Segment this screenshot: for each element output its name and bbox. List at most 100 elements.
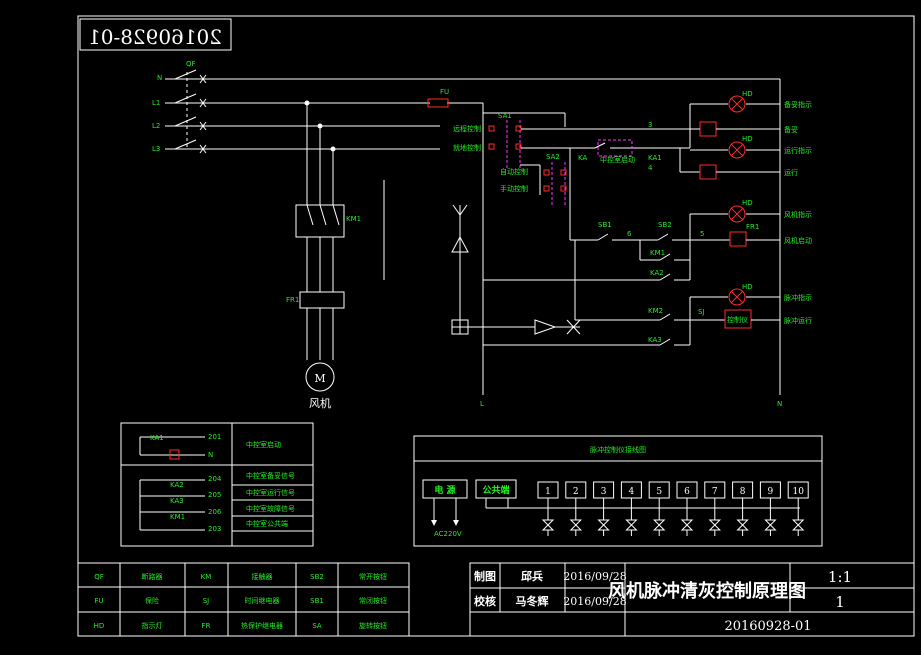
thermal-relay-label: FR1 [286,296,299,304]
interlock-row-1: 中控室启动 [246,440,281,449]
power-circuit: N L1 L2 L3 QF FU KM1 [152,60,780,410]
checked-by: 马冬辉 [516,594,549,608]
terminal-203: 203 [208,525,221,533]
sheet-number: 1 [835,593,845,611]
label-ready-indicator: 备妥指示 [784,100,812,109]
contactor-label: KM1 [346,215,361,223]
interlock-ka3: KA3 [170,497,184,505]
terminal-204: 204 [208,475,222,483]
legend-cell-0-0: QF [94,573,104,581]
pulse-channel-3: 3 [601,487,607,497]
ka2-label: KA2 [650,269,664,277]
contactor-coil-box [729,231,747,247]
terminal-205: 205 [208,491,221,499]
interlock-row-2: 中控室备妥信号 [246,471,295,480]
line-label-n: N [157,74,162,82]
fuse-symbol [427,98,449,108]
legend-cell-1-0: FU [94,597,103,605]
pulse-power-label: 电 源 [434,484,455,496]
legend-cell-0-1: 断路器 [142,572,163,581]
valve-icon [764,519,777,531]
valve-icon [569,519,583,531]
label-fan-start: 风机启动 [784,236,812,245]
central-start-box [597,139,633,157]
legend-cell-2-0: HD [94,622,105,630]
drawn-date: 2016/09/28 [563,570,626,583]
pulse-ac-label: AC220V [434,530,462,538]
wire-5-label: 5 [700,230,704,238]
pulse-channel-4: 4 [629,487,635,497]
drawing-number: 20160928-01 [724,619,811,634]
drawn-by: 邱兵 [521,569,543,583]
legend-cell-2-4: SA [312,622,322,630]
ka-label: KA [578,154,587,162]
valve-icon [680,519,694,531]
line-label-l2: L2 [152,122,160,130]
ka3-label: KA3 [648,336,662,344]
legend-cell-0-2: KM [201,573,212,581]
legend-cell-1-2: SJ [203,597,210,605]
pulse-channel-8: 8 [740,487,746,497]
pulse-channel-10: 10 [792,487,804,497]
breaker-label: QF [186,60,196,68]
sb1-label: SB1 [598,221,612,229]
legend-cell-1-4: SB1 [310,597,324,605]
pulse-channel-9: 9 [768,487,774,497]
sj-label: SJ [698,308,705,316]
sb2-label: SB2 [658,221,672,229]
valve-icon [708,519,722,531]
interlock-row-3: 中控室运行信号 [246,488,295,497]
wire-6-label: 6 [627,230,632,238]
remote-control-label: 远程控制 [453,124,481,133]
valve-icon [791,519,805,531]
wire-4-label: 4 [648,164,653,172]
interlock-row-5: 中控室公共端 [246,519,288,528]
n-terminal-label: N [777,400,782,408]
pulse-diagram-title: 脉冲控制仪接线图 [590,445,646,454]
terminal-201: 201 [208,433,221,441]
legend-cell-2-5: 旋转按钮 [359,621,387,630]
manual-control-label: 手动控制 [500,184,528,193]
label-fan-indicator: 风机指示 [784,210,812,219]
label-ready: 备妥 [784,125,798,134]
local-control-label: 就地控制 [453,143,481,152]
label-run-indicator: 运行指示 [784,146,812,155]
relay-ka2-box [699,164,717,180]
legend-cell-0-3: 接触器 [252,572,273,581]
legend-cell-2-2: FR [202,622,211,630]
motor-label: 风机 [309,396,331,410]
pulse-channel-1: 1 [545,487,551,497]
motor-symbol [305,362,335,392]
lamp-4-label: HD [742,283,753,291]
drawing-scale: 1:1 [828,568,852,586]
legend-cell-0-5: 常开按钮 [359,572,387,581]
l-terminal-label: L [480,400,484,408]
thermal-relay-box [299,291,345,309]
line-label-l3: L3 [152,145,160,153]
mirrored-id-box [79,18,232,51]
pulse-channel-7: 7 [712,487,718,497]
contactor-box [295,204,345,238]
interlock-ka1: KA1 [150,434,164,442]
relay-ka1-box [699,121,717,137]
lamp-3-label: HD [742,199,753,207]
indicator-lamps: HD HD HD HD [689,90,780,306]
lamp-1-label: HD [742,90,753,98]
km2-label: KM2 [648,307,663,315]
lamp-2-label: HD [742,135,753,143]
pulse-channel-5: 5 [656,487,662,497]
fuse-label: FU [440,88,449,96]
motor-symbol-text: M [314,372,325,385]
valve-icon [597,519,610,531]
valve-icon [736,519,749,531]
label-pulse-run: 脉冲运行 [784,316,812,325]
legend-cell-1-1: 保险 [145,596,159,605]
interlock-ka2: KA2 [170,481,184,489]
checked-label: 校核 [474,594,496,608]
km1-hold-label: KM1 [650,249,665,257]
drawing-border [77,15,915,637]
label-pulse-indicator: 脉冲指示 [784,293,812,302]
